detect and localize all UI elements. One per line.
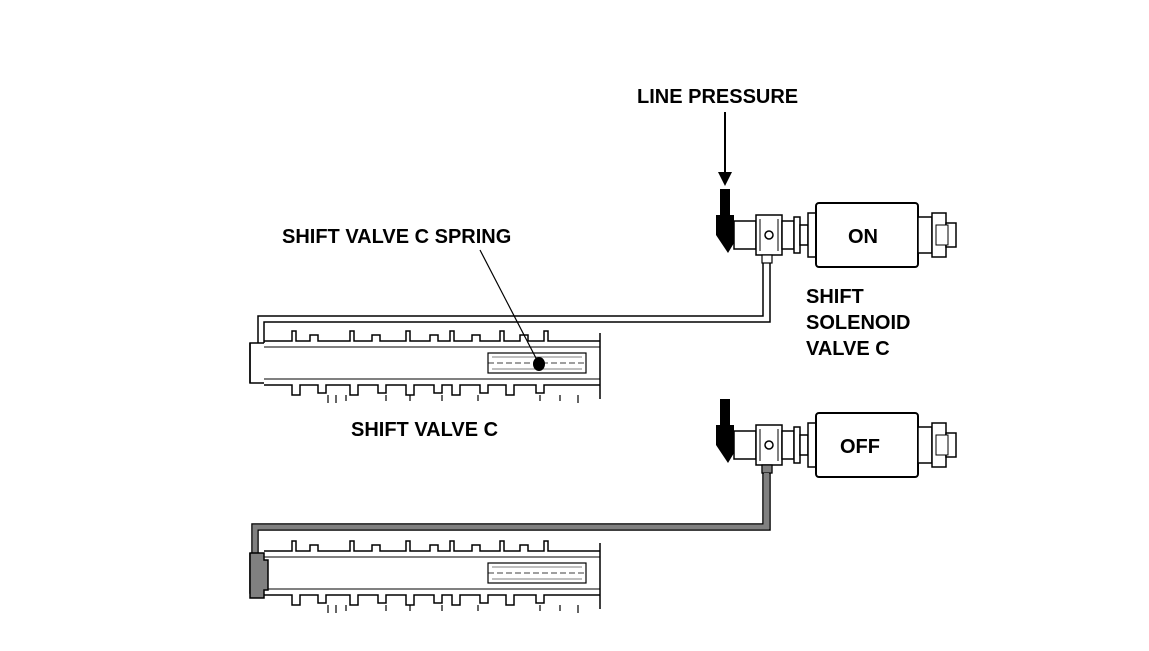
solenoid-valve-on (715, 188, 957, 268)
bottom-passage-pressure (252, 473, 769, 553)
state-off-label: OFF (840, 436, 880, 458)
pressurized-end-chamber (249, 552, 269, 599)
shift-solenoid-label-line-2: SOLENOID (806, 312, 911, 334)
line-pressure-arrow-head (718, 172, 732, 186)
shift-solenoid-label-line-1: SHIFT (806, 286, 864, 308)
shift-solenoid-label-line-3: VALVE C (806, 338, 890, 360)
top-passage-outer (257, 263, 764, 343)
shift-solenoid-label: SHIFT SOLENOID VALVE C (806, 284, 910, 362)
state-on-label: ON (848, 226, 878, 248)
shift-valve-top (249, 330, 601, 404)
top-passage-inner (263, 263, 771, 343)
spring-leader-line (479, 249, 539, 363)
shift-valve-bottom (249, 540, 601, 614)
shift-valve-label: SHIFT VALVE C (351, 419, 499, 441)
spring-marker (533, 357, 545, 371)
shift-valve-spring-label: SHIFT VALVE C SPRING (282, 226, 512, 248)
line-pressure-label: LINE PRESSURE (637, 86, 799, 108)
solenoid-valve-off (715, 398, 957, 478)
